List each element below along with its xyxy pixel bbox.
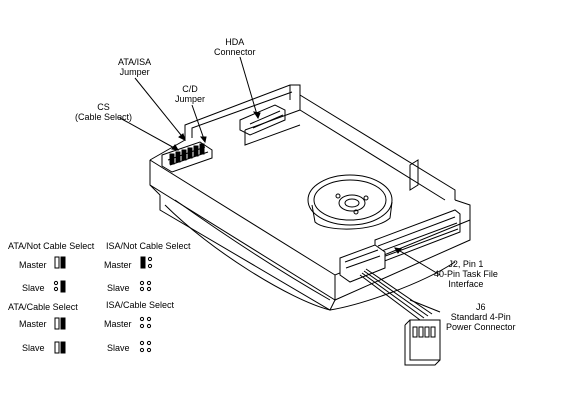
jumper-icon-ata-cs-slave: [54, 341, 66, 354]
legend-row-isa-not-cs-master: Master: [104, 260, 132, 270]
power-cable-j6: [359, 268, 441, 366]
jumper-icon-ata-cs-master: [54, 317, 66, 330]
legend-row-ata-cs-master: Master: [19, 319, 47, 329]
drive-base-casting: [149, 159, 471, 311]
hda-connector-block: [239, 104, 286, 136]
jumper-icon-isa-not-cs-master: [140, 256, 153, 269]
legend-title-isa-cs: ISA/Cable Select: [106, 300, 175, 310]
legend-row-isa-cs-slave: Slave: [107, 343, 130, 353]
spindle-platter: [307, 174, 393, 230]
callout-leader-lines: [119, 56, 441, 313]
legend-title-ata-cs: ATA/Cable Select: [8, 302, 78, 312]
label-j2-interface: J2, Pin 1 40-Pin Task File Interface: [434, 259, 498, 289]
legend-title-ata-not-cs: ATA/Not Cable Select: [8, 241, 95, 251]
legend-row-ata-cs-slave: Slave: [22, 343, 45, 353]
jumper-icon-ata-not-cs-master: [54, 256, 66, 269]
label-cable-select: CS (Cable Select): [75, 102, 133, 122]
label-j6-power: J6 Standard 4-Pin Power Connector: [446, 302, 516, 332]
jumper-icon-isa-not-cs-slave: [139, 280, 152, 292]
label-hda-connector: HDA Connector: [214, 37, 256, 57]
label-ata-isa-jumper: ATA/ISA Jumper: [118, 57, 152, 77]
jumper-header-cluster: [161, 141, 213, 173]
legend-row-isa-cs-master: Master: [104, 319, 132, 329]
jumper-icon-isa-cs-master: [139, 316, 152, 329]
legend-row-isa-not-cs-slave: Slave: [107, 283, 130, 293]
label-cd-jumper: C/D Jumper: [175, 84, 206, 104]
jumper-icon-isa-cs-slave: [139, 340, 152, 353]
jumper-icon-ata-not-cs-slave: [53, 280, 66, 293]
legend-title-isa-not-cs: ISA/Not Cable Select: [106, 241, 191, 251]
legend-row-ata-not-cs-slave: Slave: [22, 283, 45, 293]
jumper-legend-icons: [53, 256, 153, 354]
legend-row-ata-not-cs-master: Master: [19, 260, 47, 270]
interface-connector-j2: [339, 209, 461, 283]
